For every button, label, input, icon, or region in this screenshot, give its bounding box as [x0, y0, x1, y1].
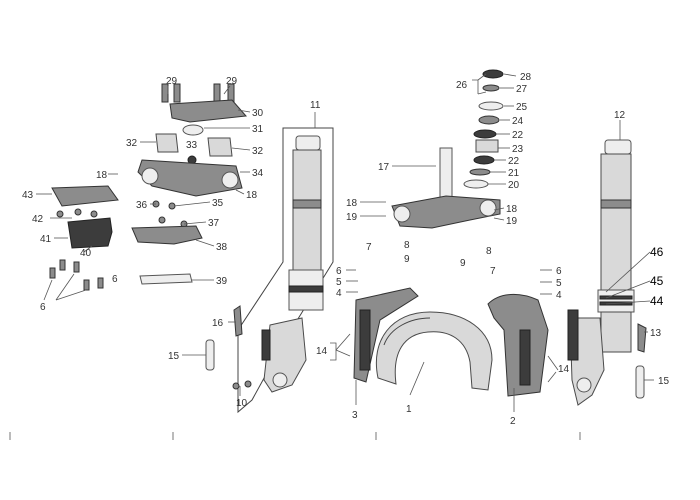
- callout-18c: 18: [96, 170, 108, 181]
- callout-14a: 14: [316, 346, 328, 357]
- callout-14b: 14: [558, 364, 570, 375]
- callout-9a: 9: [404, 254, 410, 265]
- callout-18b: 18: [506, 204, 518, 215]
- callout-26: 26: [456, 80, 468, 91]
- callout-7a: 7: [366, 242, 372, 253]
- callout-12: 12: [614, 110, 626, 121]
- callout-29a: 29: [166, 76, 178, 87]
- callout-7b: 7: [490, 266, 496, 277]
- front-fender: [376, 311, 493, 391]
- callout-29b: 29: [226, 76, 238, 87]
- callout-9b: 9: [460, 258, 466, 269]
- callout-15a: 15: [168, 351, 180, 362]
- callout-lines: [9, 73, 654, 440]
- callout-40: 40: [80, 248, 92, 259]
- callout-28: 28: [520, 72, 532, 83]
- callout-numbers: 11 12 1 2 3 17 18 19 18 19 26 28 27 25 2…: [22, 72, 670, 427]
- callout-5a: 5: [336, 277, 342, 288]
- callout-39: 39: [216, 276, 228, 287]
- callout-17: 17: [378, 162, 390, 173]
- callout-18a: 18: [346, 198, 358, 209]
- callout-19b: 19: [506, 216, 518, 227]
- callout-11: 11: [310, 100, 321, 111]
- top-clamp-assembly: [137, 83, 248, 228]
- callout-19a: 19: [346, 212, 358, 223]
- callout-22a: 22: [512, 130, 524, 141]
- right-fork-leg: [567, 139, 635, 406]
- callout-5b: 5: [556, 278, 562, 289]
- callout-44: 44: [650, 294, 664, 308]
- callout-20: 20: [508, 180, 520, 191]
- callout-8a: 8: [404, 240, 410, 251]
- fender-bracket-right: [487, 294, 549, 397]
- callout-32b: 32: [252, 146, 264, 157]
- callout-46: 46: [650, 245, 664, 259]
- callout-35: 35: [212, 198, 224, 209]
- callout-13: 13: [650, 328, 662, 339]
- instrument-bracket-assembly: [49, 185, 203, 291]
- callout-30: 30: [252, 108, 264, 119]
- callout-6b: 6: [40, 302, 46, 313]
- callout-23: 23: [512, 144, 524, 155]
- callout-16: 16: [212, 318, 224, 329]
- callout-43: 43: [22, 190, 34, 201]
- callout-33: 33: [186, 140, 198, 151]
- left-fork-leg: [237, 127, 334, 414]
- callout-4b: 4: [556, 290, 562, 301]
- callout-1: 1: [406, 404, 412, 415]
- callout-24: 24: [512, 116, 524, 127]
- callout-45: 45: [650, 274, 664, 288]
- callout-32a: 32: [126, 138, 138, 149]
- callout-10: 10: [236, 398, 248, 409]
- callout-27: 27: [516, 84, 528, 95]
- steering-stem-assembly: [391, 69, 504, 229]
- callout-6a: 6: [112, 274, 118, 285]
- callout-6c: 6: [336, 266, 342, 277]
- callout-2: 2: [510, 416, 516, 427]
- fork-small-parts: [205, 305, 647, 399]
- callout-4a: 4: [336, 288, 342, 299]
- callout-8b: 8: [486, 246, 492, 257]
- callout-36: 36: [136, 200, 148, 211]
- callout-21: 21: [508, 168, 520, 179]
- callout-37: 37: [208, 218, 220, 229]
- callout-41: 41: [40, 234, 52, 245]
- callout-38: 38: [216, 242, 228, 253]
- callout-34: 34: [252, 168, 264, 179]
- callout-25: 25: [516, 102, 528, 113]
- callout-18d: 18: [246, 190, 258, 201]
- callout-3: 3: [352, 410, 358, 421]
- callout-15b: 15: [658, 376, 670, 387]
- callout-31: 31: [252, 124, 264, 135]
- fender-bracket-left: [353, 287, 419, 383]
- callout-22b: 22: [508, 156, 520, 167]
- callout-6d: 6: [556, 266, 562, 277]
- callout-42: 42: [32, 214, 44, 225]
